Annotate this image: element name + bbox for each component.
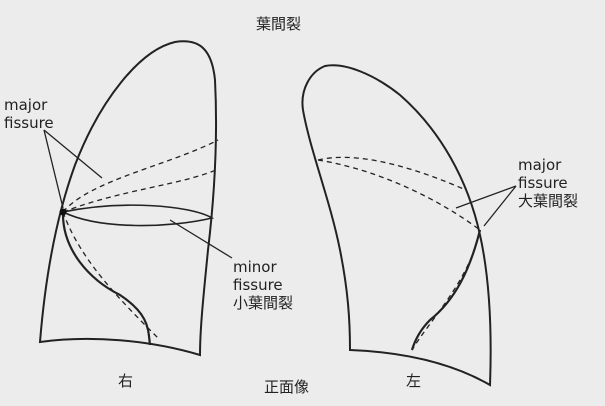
right-major-fissure-label: major fissure — [4, 96, 54, 132]
view-label: 正面像 — [264, 378, 310, 396]
left-lung-outline — [301, 64, 492, 387]
left-major-fissure-label: major fissure 大葉間裂 — [518, 156, 579, 210]
right-lung-outline — [38, 40, 218, 357]
right-minor-fissure — [62, 204, 215, 227]
left-major-fissure — [410, 229, 482, 351]
left-side-label: 左 — [406, 372, 422, 390]
minor-fissure-label: minor fissure 小葉間裂 — [233, 258, 294, 312]
right-side-label: 右 — [118, 372, 134, 390]
right-major-fissure — [61, 211, 152, 346]
title-interlobar-fissure: 葉間裂 — [256, 15, 302, 33]
